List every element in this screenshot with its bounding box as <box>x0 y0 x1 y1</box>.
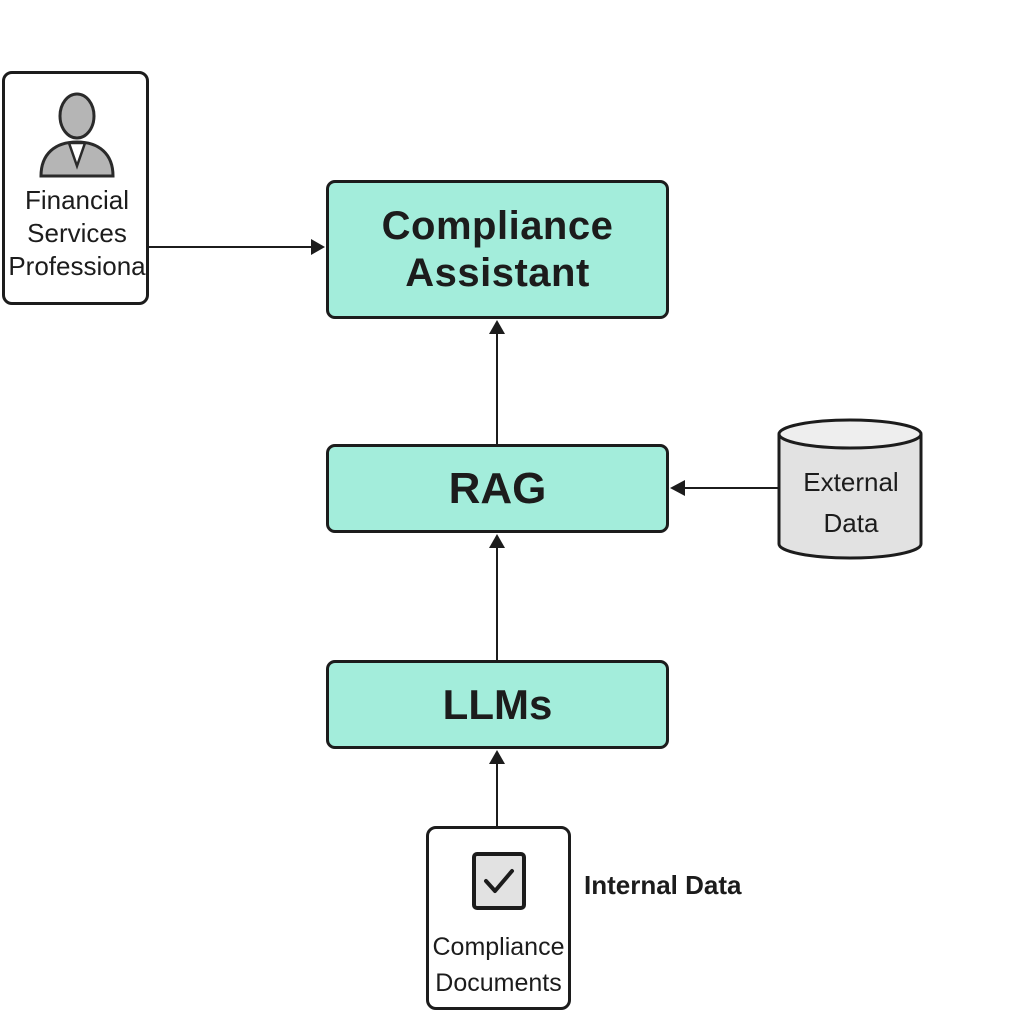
checkbox-icon <box>472 852 526 910</box>
arrowhead-assistant-bottom <box>489 320 505 334</box>
internal-data-caption: Internal Data <box>584 870 742 900</box>
arrowhead-assistant-left <box>311 239 325 255</box>
arrowhead-rag-bottom <box>489 534 505 548</box>
llms-node: LLMs <box>326 660 669 749</box>
llms-label: LLMs <box>442 680 553 728</box>
arrowhead-rag-right <box>670 480 685 496</box>
compliance-documents-node: Compliance Documents <box>426 826 571 1010</box>
arrowhead-llms-bottom <box>489 750 505 764</box>
rag-node: RAG <box>326 444 669 533</box>
database-cylinder-icon <box>777 418 923 560</box>
compliance-documents-label: Compliance Documents <box>432 933 565 997</box>
external-data-label: External Data <box>803 467 899 538</box>
rag-label: RAG <box>448 463 547 513</box>
compliance-assistant-node: Compliance Assistant <box>326 180 669 319</box>
financial-services-professional-label: Financial Services Professiona <box>8 185 146 281</box>
compliance-assistant-label: Compliance Assistant <box>381 203 614 295</box>
financial-services-professional-node: Financial Services Professiona <box>2 71 149 305</box>
user-icon <box>39 92 115 178</box>
